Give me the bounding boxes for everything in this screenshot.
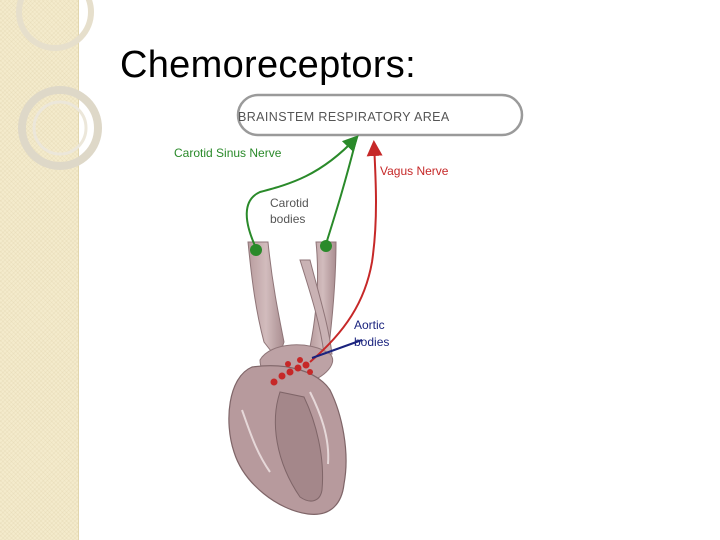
aortic-body-dot: [286, 368, 294, 376]
carotid-sinus-nerve-left: [245, 135, 359, 249]
carotid-bodies-label-line1: Carotid: [270, 196, 309, 210]
chemoreceptor-diagram: BRAINSTEM RESPIRATORY AREA Carotid Sinus…: [160, 92, 532, 518]
aortic-pointer-line: [311, 339, 363, 359]
aortic-body-dot: [297, 357, 303, 363]
aortic-body-dot: [307, 369, 313, 375]
aortic-body-dot: [302, 361, 310, 369]
heart-ventricle: [274, 391, 324, 502]
carotid-body-left: [250, 244, 262, 256]
coronary-vessel: [309, 391, 330, 465]
aortic-bodies-label-line2: bodies: [354, 335, 390, 349]
brainstem-label: BRAINSTEM RESPIRATORY AREA: [238, 110, 450, 124]
decor-circle-inner: [32, 100, 88, 156]
aortic-body-dot: [270, 378, 278, 386]
branch-vessel: [299, 259, 333, 355]
carotid-sinus-nerve-right: [325, 139, 357, 245]
decorative-circles: [16, 0, 102, 170]
aortic-body-dot: [294, 364, 302, 372]
carotid-bodies-label-line2: bodies: [270, 212, 306, 226]
vagus-nerve-label: Vagus Nerve: [380, 164, 449, 178]
aortic-bodies-label-line1: Aortic: [354, 318, 385, 332]
coronary-vessel-left: [241, 409, 271, 473]
brainstem-box: [236, 93, 524, 137]
decor-circle-top: [16, 0, 94, 51]
carotid-sinus-nerve-label: Carotid Sinus Nerve: [174, 146, 282, 160]
aortic-body-dot: [278, 372, 286, 380]
aortic-body-dot: [285, 361, 291, 367]
slide-title: Chemoreceptors:: [120, 44, 416, 86]
diagram-graphics: [228, 93, 524, 515]
left-carotid-artery: [247, 241, 285, 362]
vagus-nerve: [309, 140, 383, 363]
carotid-body-right: [320, 240, 332, 252]
decor-circle-lower: [18, 86, 102, 170]
